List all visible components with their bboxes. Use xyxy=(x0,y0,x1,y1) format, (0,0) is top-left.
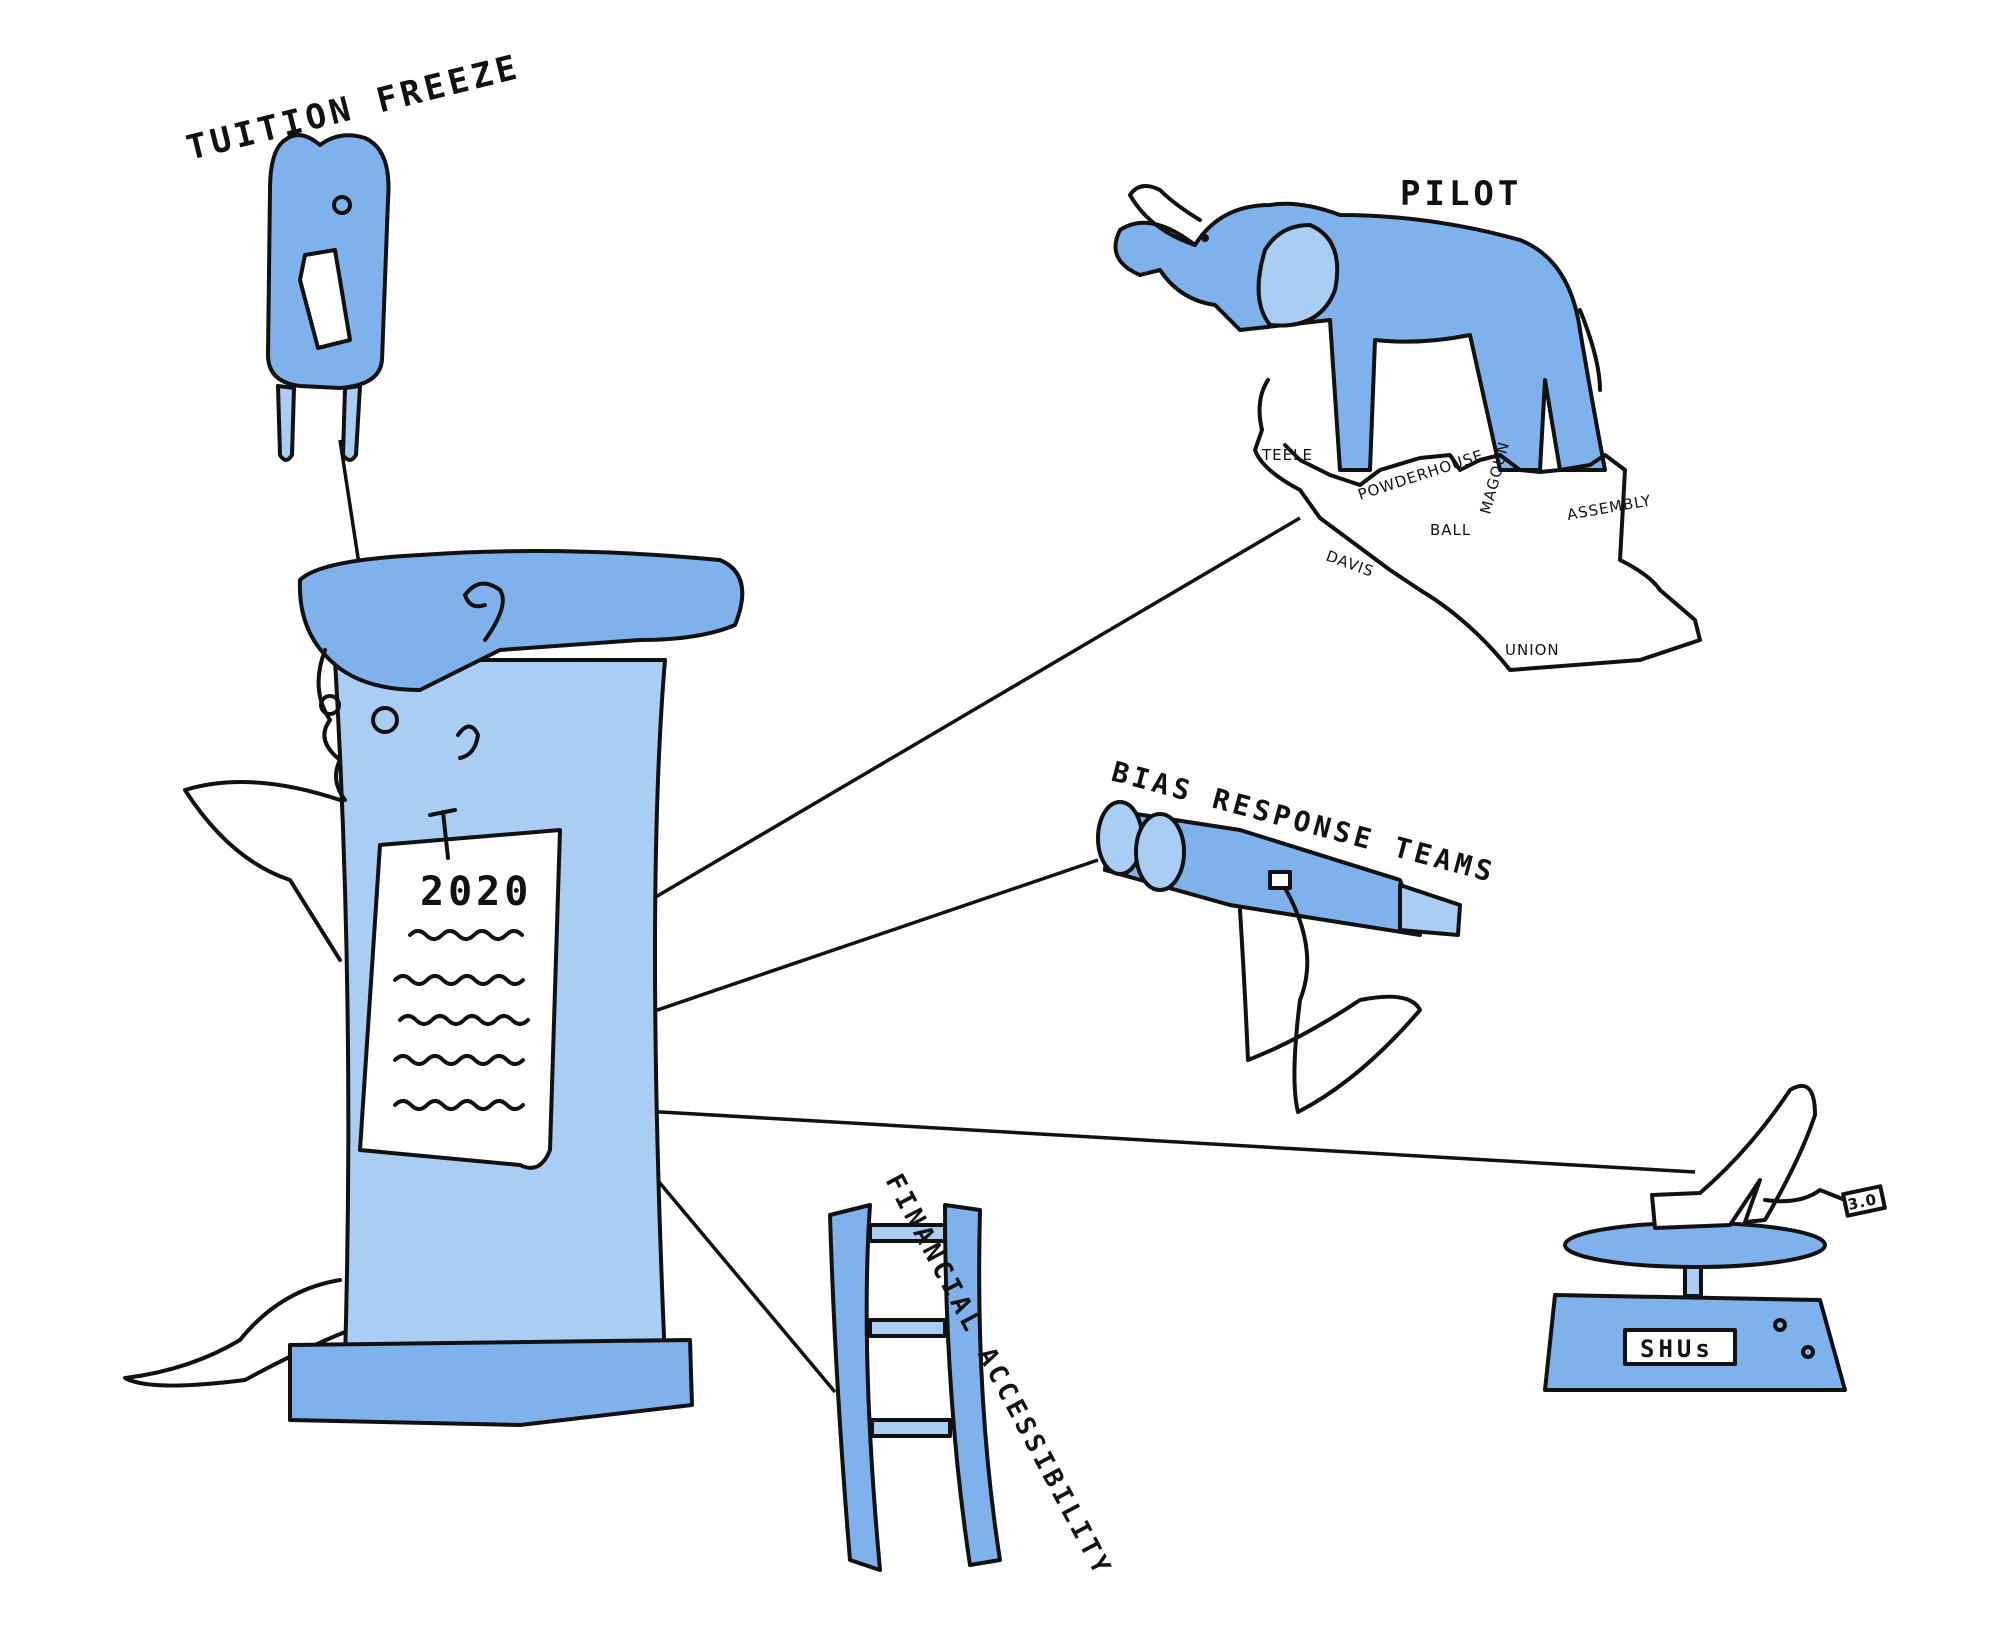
price-tag xyxy=(1841,1184,1887,1218)
iv-bag xyxy=(266,133,391,462)
somerville-map: TEELE POWDERHOUSE BALL MAGOUN ASSEMBLY D… xyxy=(1253,378,1702,672)
strap xyxy=(1238,886,1422,1114)
financial-accessibility-label: FINANCIAL ACCESSIBILITY xyxy=(879,1169,1118,1582)
column-base xyxy=(288,1338,694,1427)
high-heel-shoe: 3.0 xyxy=(1650,1083,1887,1230)
scribble-lines xyxy=(393,929,530,1111)
scale-display xyxy=(1623,1328,1737,1366)
year-label: 2020 xyxy=(420,869,532,915)
leg xyxy=(123,1278,352,1388)
scale-display-label: SHUs xyxy=(1640,1335,1714,1363)
elephant xyxy=(1113,184,1607,472)
trunk xyxy=(1128,184,1202,247)
map-label-union: UNION xyxy=(1505,641,1560,659)
ear-icon xyxy=(456,724,480,760)
line-to-pilot xyxy=(539,516,1301,967)
nail-icon xyxy=(428,808,457,860)
ear xyxy=(1256,223,1340,328)
map-label-ball: BALL xyxy=(1430,521,1471,539)
tag-icon xyxy=(298,248,352,350)
eye-icon xyxy=(371,706,399,734)
crutch xyxy=(828,1203,1002,1572)
column-figure: 2020 xyxy=(123,549,745,1427)
tail xyxy=(1578,308,1602,392)
price-tag-label: 3.0 xyxy=(1846,1190,1879,1214)
arm xyxy=(183,780,342,962)
face xyxy=(316,648,347,802)
binoculars xyxy=(1096,800,1462,1114)
map-label-assembly: ASSEMBLY xyxy=(1566,491,1653,524)
scale: SHUs xyxy=(1543,1221,1847,1392)
pilot-label: PILOT xyxy=(1400,174,1522,214)
eye-icon xyxy=(319,694,341,716)
column-capital xyxy=(297,549,745,692)
paper-2020 xyxy=(358,828,562,1170)
line-to-scale xyxy=(539,1103,1696,1174)
map-label-teele: TEELE xyxy=(1261,446,1313,464)
